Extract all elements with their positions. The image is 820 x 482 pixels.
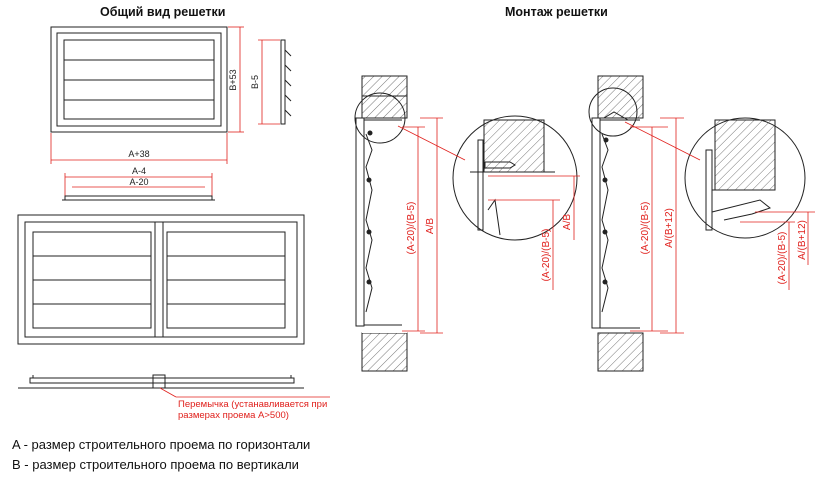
detail1-dim-ab: A/B: [562, 214, 573, 230]
grille-top-profile: [62, 195, 215, 201]
mount1-dim-a20-b5: (A-20)/(B-5): [406, 202, 417, 255]
mounting-title: Монтаж решетки: [505, 5, 608, 19]
dim-a-plus-38: A+38: [128, 149, 149, 159]
wide-grille-front-view: [17, 214, 305, 345]
jumper-note-line1: Перемычка (устанавливается при: [178, 399, 327, 410]
detail2-dim-a20-b5: (A-20)/(B-5): [777, 232, 788, 285]
grille-side-profile: [280, 39, 292, 125]
general-view-title: Общий вид решетки: [100, 5, 226, 19]
jumper-leader: [159, 387, 177, 398]
jumper-note-line2: размерах проема A>500): [178, 410, 289, 421]
grille-front-view: [50, 26, 228, 133]
dim-b-plus-53: B+53: [228, 69, 238, 90]
dim-b-minus-5: B-5: [250, 75, 260, 89]
mounting-left: (A-20)/(B-5) A/B (A-20)/(B-5) A/B: [354, 75, 580, 372]
dim-a-minus-4: A-4: [132, 166, 146, 176]
mounting-right: (A-20)/(B-5) A/(B+12) (A-20)/(B-5) A/(B+…: [588, 75, 815, 372]
wide-grille-bottom-profile: [18, 374, 304, 389]
mount2-dim-ab12: A/(B+12): [664, 208, 675, 248]
general-dimensions: [50, 26, 280, 200]
detail2-dim-ab12: A/(B+12): [797, 220, 808, 260]
legend-a: A - размер строительного проема по гориз…: [12, 437, 311, 452]
mount2-dim-a20-b5: (A-20)/(B-5): [640, 202, 651, 255]
mount1-dim-ab: A/B: [425, 218, 436, 234]
dim-a-minus-20: A-20: [129, 177, 148, 187]
legend-b: B - размер строительного проема по верти…: [12, 457, 299, 472]
detail1-dim-a20-b5: (A-20)/(B-5): [541, 229, 552, 282]
